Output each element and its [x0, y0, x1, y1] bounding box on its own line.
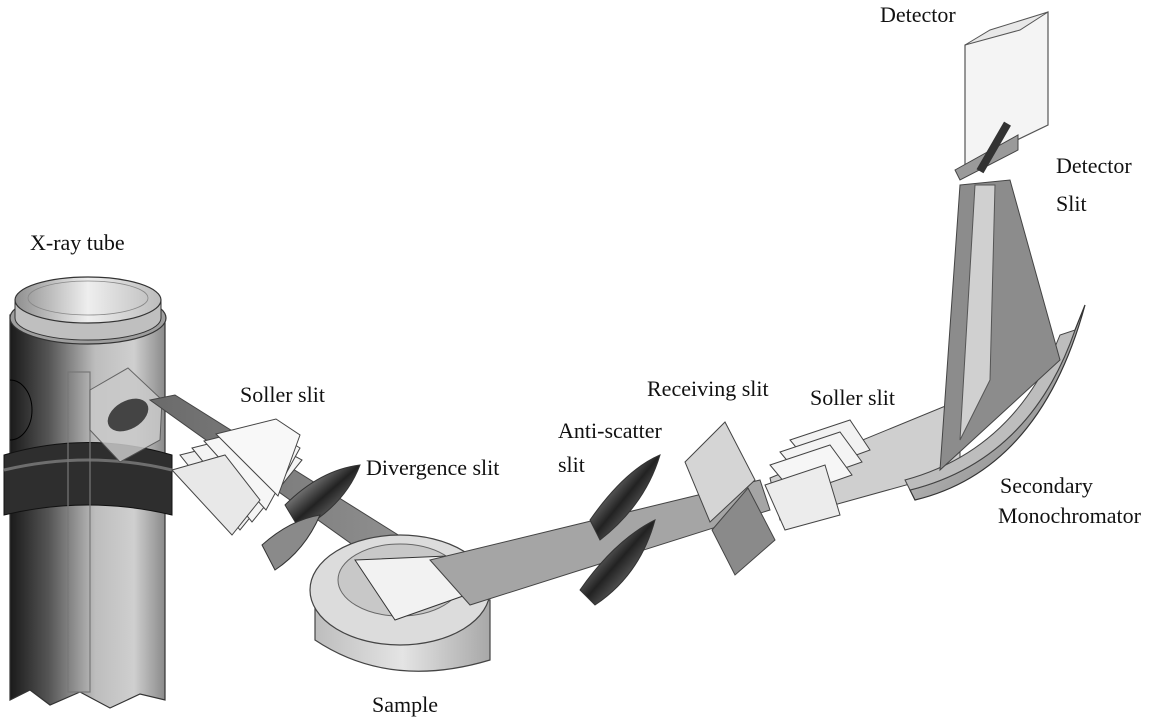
divergence-slit	[261, 464, 361, 571]
xray-tube	[3, 276, 173, 709]
xray-tube-label: X-ray tube	[30, 230, 125, 255]
divergence-slit-label: Divergence slit	[366, 455, 500, 480]
soller-slit-2-label: Soller slit	[810, 385, 895, 410]
sample-label: Sample	[372, 692, 438, 717]
detector-beam	[939, 179, 1061, 472]
detector-label: Detector	[880, 2, 956, 27]
receiving-slit-label: Receiving slit	[647, 376, 769, 401]
soller-slit-1-label: Soller slit	[240, 382, 325, 407]
detector-slit-label: Detector Slit	[1056, 153, 1132, 217]
detector-slit-label-line2: Slit	[1056, 191, 1087, 216]
diffracted-beam	[429, 399, 961, 606]
secondary-monochromator	[904, 304, 1086, 501]
anti-scatter-slit	[579, 454, 661, 606]
anti-scatter-label-line1: Anti-scatter	[558, 418, 662, 443]
secondary-monochromator-label: Secondary Monochromator	[998, 473, 1141, 529]
secondary-mono-label-line2: Monochromator	[998, 503, 1141, 528]
detector	[954, 11, 1049, 181]
anti-scatter-label-line2: slit	[558, 452, 585, 477]
soller-slit-1	[171, 418, 303, 536]
soller-slit-2	[764, 419, 871, 531]
detector-slit-label-line1: Detector	[1056, 153, 1132, 178]
anti-scatter-slit-label: Anti-scatter slit	[558, 418, 662, 478]
sample-stage	[309, 534, 491, 672]
secondary-mono-label-line1: Secondary	[1000, 473, 1093, 498]
receiving-slit	[684, 421, 776, 576]
